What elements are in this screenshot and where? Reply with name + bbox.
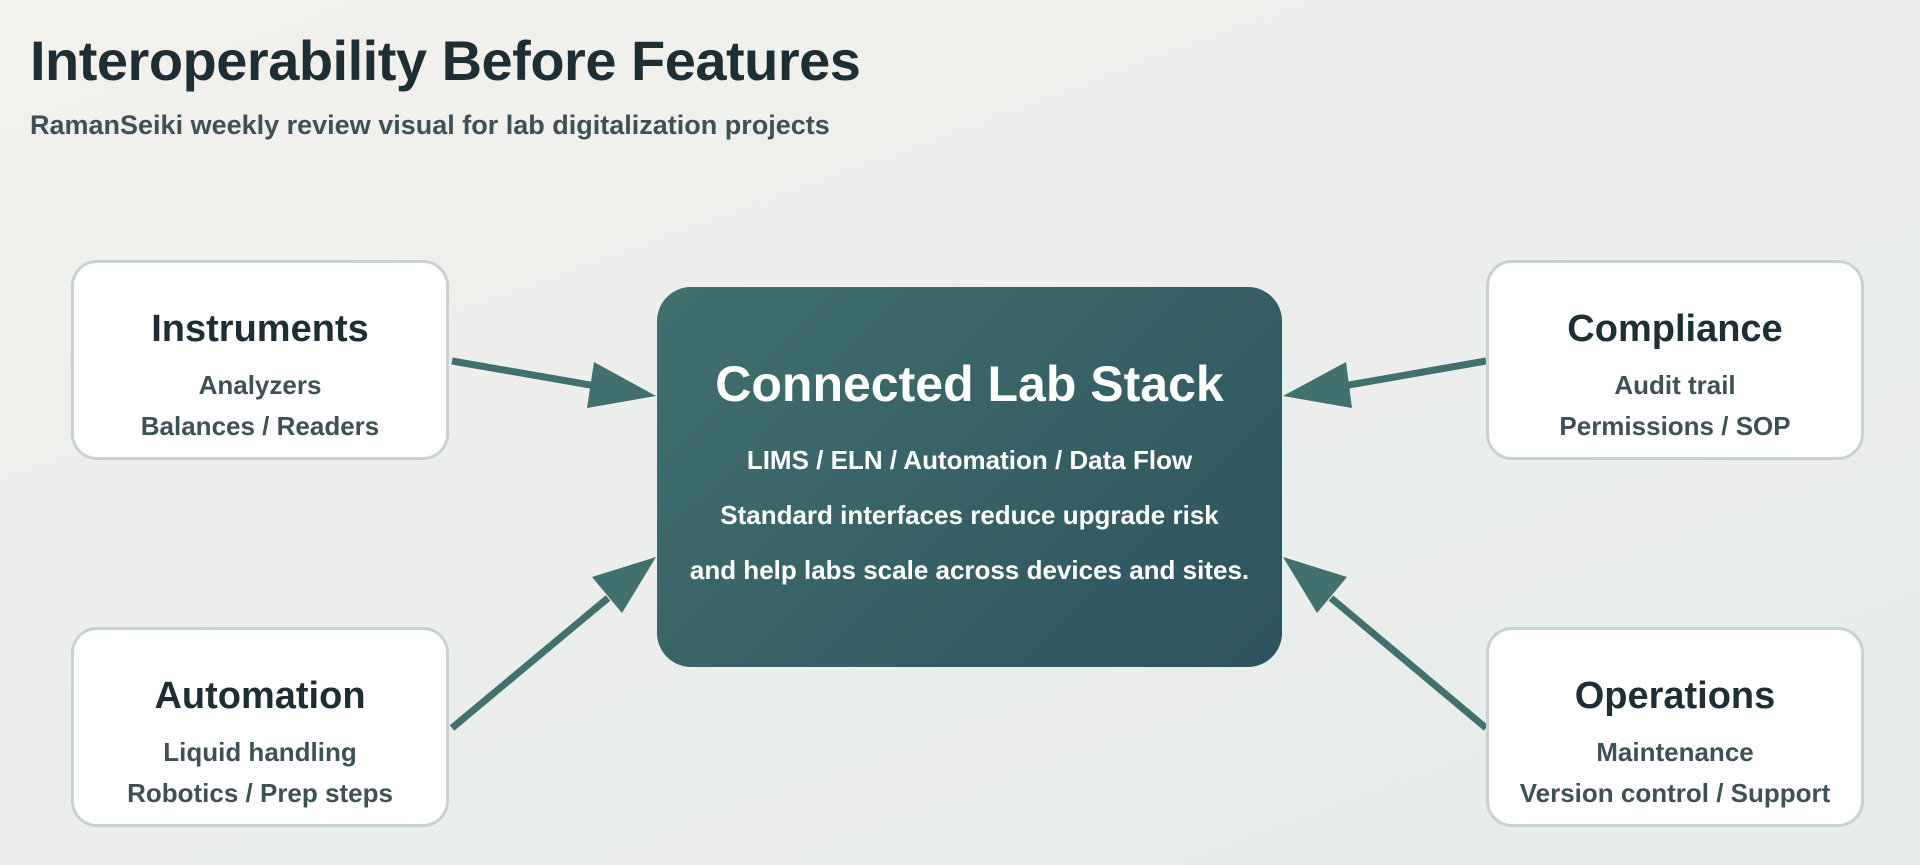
node-title: Compliance [1567,308,1783,350]
arrow-automation-to-center [449,595,611,731]
arrow-instruments-to-center [451,357,597,390]
node-operations: Operations Maintenance Version control /… [1486,627,1864,827]
node-line: Audit trail [1614,370,1736,400]
center-node-line: Standard interfaces reduce upgrade risk [720,500,1219,530]
node-line: Analyzers [198,370,322,400]
center-node-connected-lab-stack: Connected Lab Stack LIMS / ELN / Automat… [657,287,1282,667]
node-instruments: Instruments Analyzers Balances / Readers [71,260,449,460]
arrowhead-automation [592,557,656,613]
page-subtitle: RamanSeiki weekly review visual for lab … [30,110,830,140]
node-line: Balances / Readers [140,411,380,441]
node-compliance: Compliance Audit trail Permissions / SOP [1486,260,1864,460]
node-automation: Automation Liquid handling Robotics / Pr… [71,627,449,827]
center-node-title: Connected Lab Stack [715,356,1224,412]
arrow-operations-to-center [1328,595,1489,731]
page-title: Interoperability Before Features [30,29,861,92]
node-line: Maintenance [1596,737,1754,767]
arrowhead-operations [1283,557,1347,613]
arrowhead-instruments [587,362,656,408]
node-line: Version control / Support [1519,778,1831,808]
arrowhead-compliance [1283,362,1352,408]
node-title: Operations [1574,675,1776,717]
node-title: Instruments [151,308,369,350]
node-line: Permissions / SOP [1559,411,1791,441]
node-line: Liquid handling [163,737,357,767]
arrow-compliance-to-center [1342,357,1487,390]
center-node-line: and help labs scale across devices and s… [689,555,1250,585]
center-node-line: LIMS / ELN / Automation / Data Flow [746,445,1193,475]
node-title: Automation [154,675,366,717]
node-line: Robotics / Prep steps [127,778,393,808]
